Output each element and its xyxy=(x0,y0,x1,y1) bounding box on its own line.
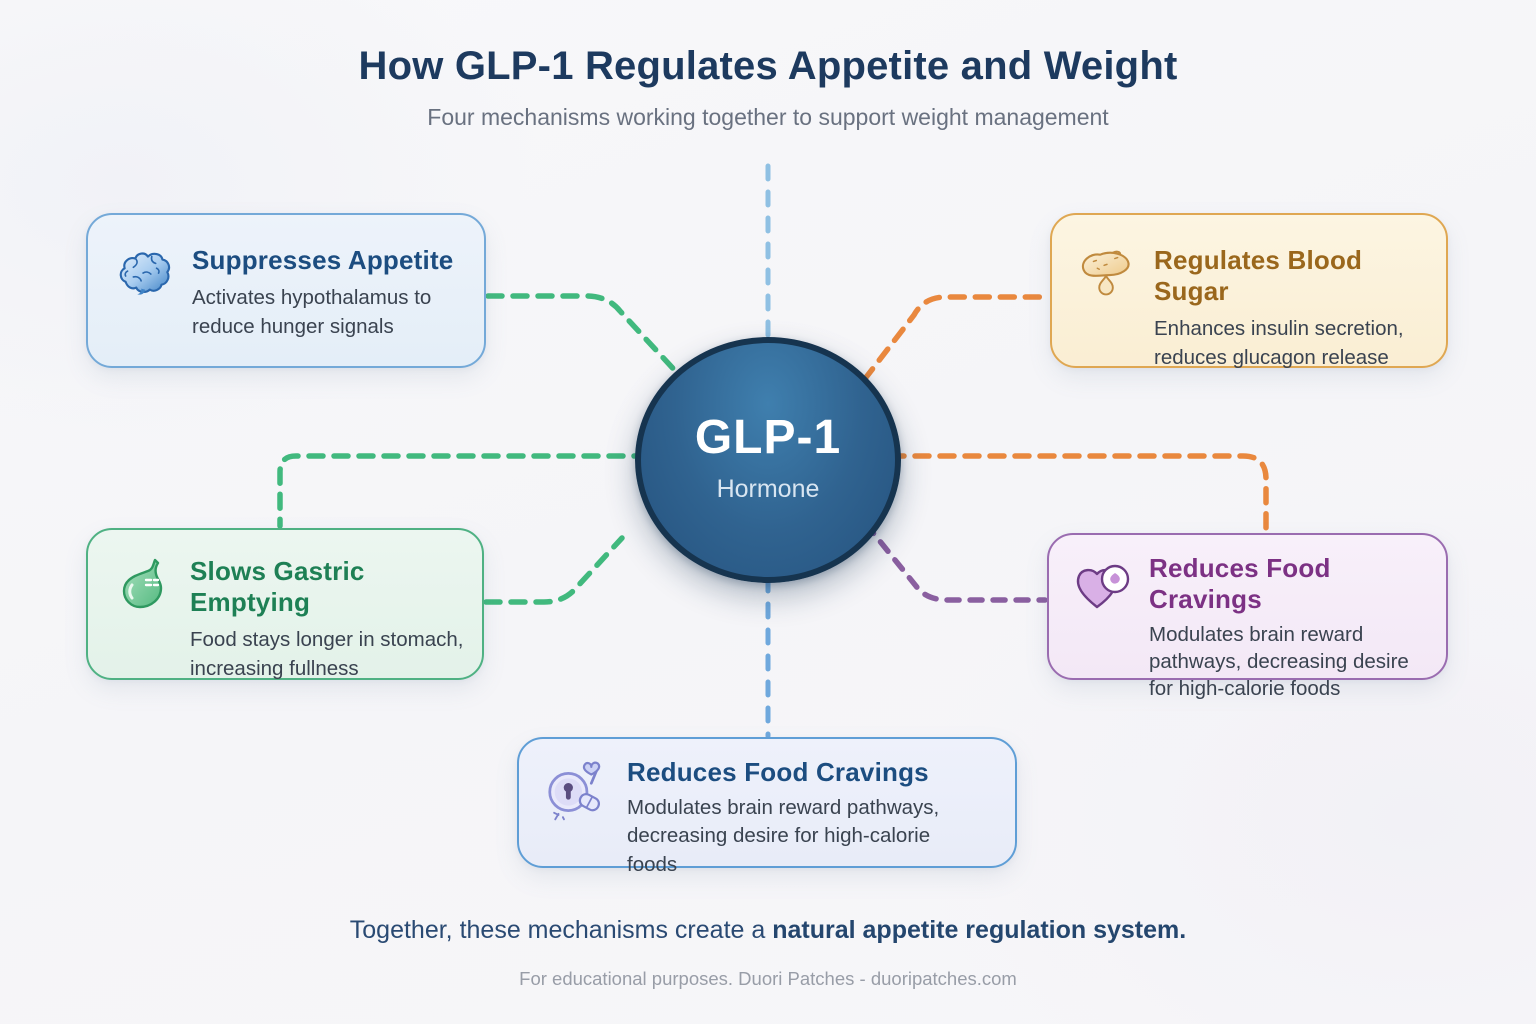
craving-control-icon xyxy=(541,757,611,832)
glp1-hub-circle: GLP-1 Hormone xyxy=(635,337,901,583)
card-body: Modulates brain reward pathways, decreas… xyxy=(627,796,940,876)
card-title: Reduces Food Cravings xyxy=(1149,553,1331,614)
card-title: Suppresses Appetite xyxy=(192,245,454,275)
card-title: Slows Gastric Emptying xyxy=(190,556,365,617)
card-suppresses-appetite: Suppresses Appetite Activates hypothalam… xyxy=(86,213,486,368)
card-reduces-food-cravings-right: Reduces Food Cravings Modulates brain re… xyxy=(1047,533,1448,700)
card-body: Food stays longer in stomach, increasing… xyxy=(190,628,464,680)
hub-title: GLP-1 xyxy=(694,411,842,464)
page-title: How GLP-1 Regulates Appetite and Weight xyxy=(358,44,1178,88)
pancreas-icon xyxy=(1076,245,1138,312)
connector-bloodsugar-orange xyxy=(861,294,1051,383)
conclusion-regular: Together, these mechanisms create a xyxy=(349,916,773,944)
connector-gastric-right-green xyxy=(483,535,625,605)
page-subtitle: Four mechanisms working together to supp… xyxy=(427,104,1109,130)
hub-subtitle: Hormone xyxy=(716,475,820,503)
connector-gastric-top-green xyxy=(277,453,651,529)
connector-right-orange xyxy=(887,453,1269,534)
brain-icon xyxy=(114,245,176,312)
card-regulates-blood-sugar: Regulates Blood Sugar Enhances insulin s… xyxy=(1050,213,1448,369)
card-body: Modulates brain reward pathways, decreas… xyxy=(1149,623,1409,701)
disclaimer-note: For educational purposes. Duori Patches … xyxy=(519,968,1017,989)
card-title: Reduces Food Cravings xyxy=(627,757,929,787)
card-title: Regulates Blood Sugar xyxy=(1154,245,1363,306)
stomach-icon xyxy=(112,556,176,625)
card-body: Enhances insulin secretion, reduces gluc… xyxy=(1154,317,1404,369)
card-slows-gastric-emptying: Slows Gastric Emptying Food stays longer… xyxy=(86,528,484,680)
card-reduces-food-cravings-bottom: Reduces Food Cravings Modulates brain re… xyxy=(517,737,1017,876)
conclusion-line: Together, these mechanisms create a natu… xyxy=(0,916,1536,945)
heart-craving-icon xyxy=(1071,553,1135,622)
card-body: Activates hypothalamus to reduce hunger … xyxy=(192,286,432,338)
connector-suppresses-green xyxy=(485,293,683,379)
conclusion-bold: natural appetite regulation system. xyxy=(772,916,1187,944)
connector-cravings-purple xyxy=(863,521,1048,603)
